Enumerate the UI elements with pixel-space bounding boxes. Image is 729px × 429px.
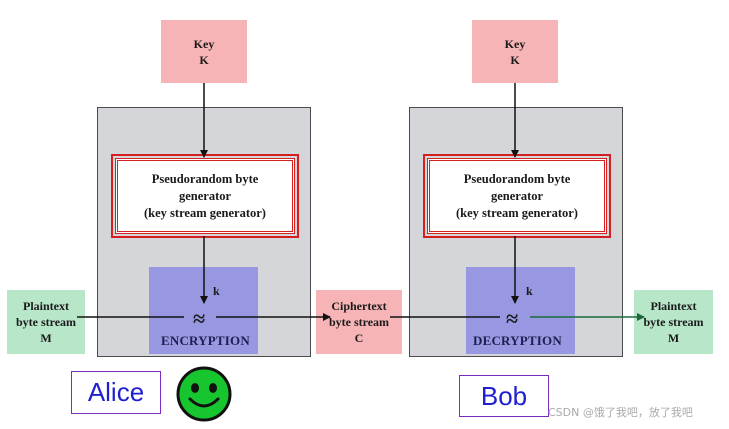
bob-label-box: Bob (459, 375, 549, 417)
left-keystream-generator: Pseudorandom byte generator (key stream … (111, 154, 299, 238)
right-key-box: Key K (472, 20, 558, 83)
left-generator-line2: generator (178, 188, 232, 203)
plaintext-output-box: Plaintext byte stream M (634, 290, 713, 354)
right-xor-symbol: ≈ (506, 306, 519, 331)
left-key-box: Key K (161, 20, 247, 83)
left-generator-line3: (key stream generator) (144, 205, 266, 220)
decryption-box: k ≈ DECRYPTION (466, 267, 575, 354)
smiley-face-icon (175, 366, 235, 424)
bob-name: Bob (480, 380, 528, 411)
csdn-watermark: CSDN @饿了我吧，放了我吧 (548, 406, 693, 419)
left-xor-symbol: ≈ (193, 306, 206, 331)
output-line3: M (667, 331, 680, 345)
cipher-line3: C (354, 331, 364, 345)
decryption-label: DECRYPTION (473, 333, 562, 348)
output-line2: byte stream (643, 315, 704, 329)
left-key-symbol: K (199, 52, 209, 67)
cipher-line1: Ciphertext (331, 299, 387, 313)
right-key-label: Key (504, 36, 526, 51)
right-key-symbol: K (510, 52, 520, 67)
alice-name: Alice (87, 377, 145, 407)
right-keystream-generator: Pseudorandom byte generator (key stream … (423, 154, 611, 238)
left-key-label: Key (193, 36, 215, 51)
right-generator-line1: Pseudorandom byte (463, 171, 571, 186)
encryption-box: k ≈ ENCRYPTION (149, 267, 258, 354)
cipher-line2: byte stream (328, 315, 390, 329)
input-line2: byte stream (15, 315, 77, 329)
alice-label-box: Alice (71, 371, 161, 414)
left-k-label: k (213, 284, 220, 298)
right-generator-line2: generator (490, 188, 544, 203)
ciphertext-box: Ciphertext byte stream C (316, 290, 402, 354)
left-generator-line1: Pseudorandom byte (151, 171, 259, 186)
encryption-label: ENCRYPTION (161, 333, 250, 348)
plaintext-input-box: Plaintext byte stream M (7, 290, 85, 354)
right-generator-line3: (key stream generator) (456, 205, 578, 220)
right-k-label: k (526, 284, 533, 298)
output-line1: Plaintext (650, 299, 697, 313)
input-line1: Plaintext (23, 299, 69, 313)
input-line3: M (40, 331, 52, 345)
